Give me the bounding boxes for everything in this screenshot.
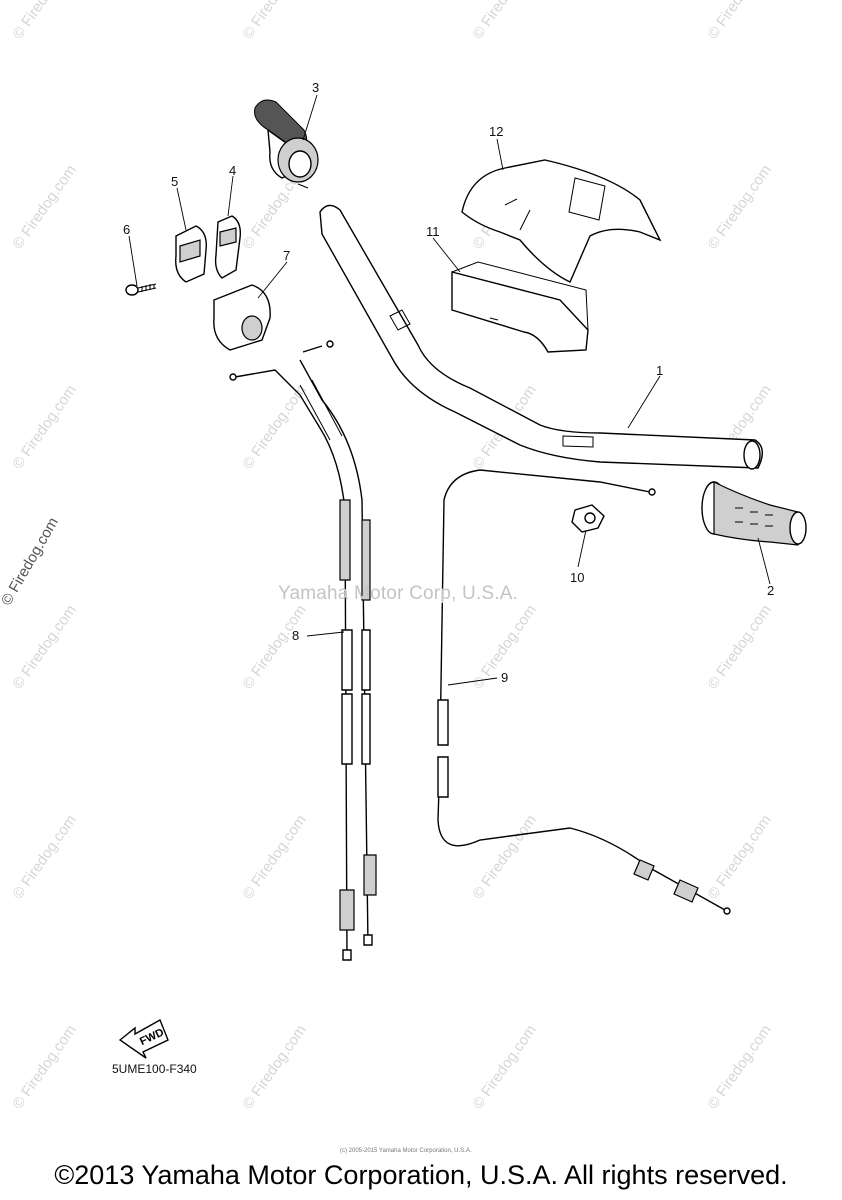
adjuster-part-10 <box>571 504 605 533</box>
watermark-tile: © Firedog.com <box>704 812 774 903</box>
callout-3: 3 <box>312 80 320 95</box>
throttle-grip-part-3 <box>254 99 319 189</box>
clamp-part-7 <box>213 284 271 351</box>
callout-1: 1 <box>656 363 664 378</box>
center-watermark: Yamaha Motor Corp, U.S.A. <box>278 583 519 604</box>
tiny-copyright-note: (c) 2005-2015 Yamaha Motor Corporation, … <box>340 1148 472 1154</box>
callout-12: 12 <box>489 124 504 139</box>
watermark-tile: © Firedog.com <box>469 812 539 903</box>
watermark-tile: © Firedog.com <box>239 602 309 693</box>
watermark-tile: © Firedog.com <box>239 0 309 42</box>
callout-7: 7 <box>283 248 291 263</box>
handlebar-part-1 <box>319 204 763 470</box>
watermark-tile: © Firedog.com <box>239 1022 309 1113</box>
watermark-tile: © Firedog.com <box>704 0 774 42</box>
callout-9: 9 <box>501 670 509 685</box>
callout-11: 11 <box>426 224 440 239</box>
watermark-tile: © Firedog.com <box>704 162 774 253</box>
watermark-tile: © Firedog.com <box>704 602 774 693</box>
callout-8: 8 <box>292 628 300 643</box>
watermark-tile: © Firedog.com <box>9 1022 79 1113</box>
watermark-tile: © Firedog.com <box>469 1022 539 1113</box>
watermark-tile: © Firedog.com <box>9 162 79 253</box>
watermark-tile: © Firedog.com <box>9 0 79 42</box>
watermark-tile: © Firedog.com <box>9 812 79 903</box>
left-grip-part-2 <box>701 481 807 546</box>
watermark-tiles: © Firedog.com © Firedog.com © Firedog.com ©… <box>9 0 774 1112</box>
watermark-tile: © Firedog.com <box>9 382 79 473</box>
callout-5: 5 <box>171 174 179 189</box>
pad-part-11 <box>451 261 589 353</box>
watermark-tile: © Firedog.com <box>239 382 309 473</box>
callout-4: 4 <box>229 163 237 178</box>
clutch-cable-part-9 <box>437 469 731 915</box>
watermark-tile: © Firedog.com <box>9 602 79 693</box>
cover-part-12 <box>461 159 662 283</box>
forward-arrow-icon: FWD <box>118 1018 169 1059</box>
diagram-code: 5UME100-F340 <box>112 1062 197 1076</box>
callout-2: 2 <box>767 583 775 598</box>
watermark-tile: © Firedog.com <box>469 0 539 42</box>
switch-housing-part-4 <box>214 215 242 279</box>
callout-6: 6 <box>123 222 131 237</box>
watermark-tile: © Firedog.com <box>239 812 309 903</box>
leader-lines <box>128 94 771 686</box>
copyright-footer: ©2013 Yamaha Motor Corporation, U.S.A. A… <box>54 1160 788 1190</box>
switch-housing-part-5 <box>175 225 207 283</box>
screw-part-6 <box>125 283 157 296</box>
callout-10: 10 <box>570 570 585 585</box>
throttle-cables-part-8 <box>229 340 377 961</box>
watermark-tile: © Firedog.com <box>704 1022 774 1113</box>
